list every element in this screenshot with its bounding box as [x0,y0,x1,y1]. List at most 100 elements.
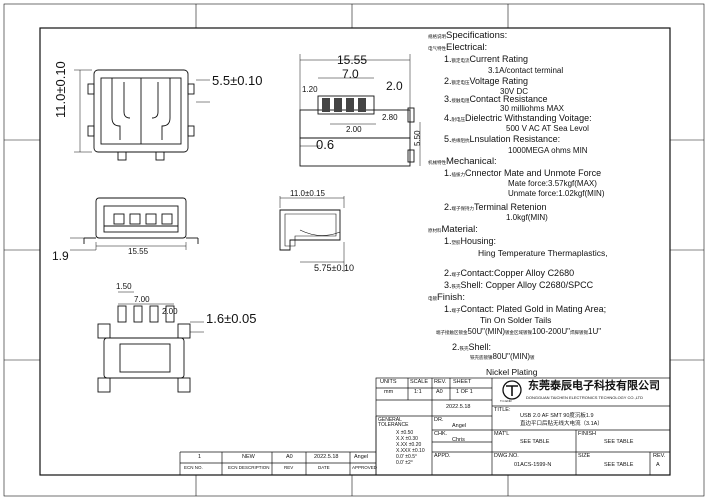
spec-resist-val: 30 milliohms MAX [500,104,565,113]
spec-force: 1.插拔力Cnnector Mate and Unmote Force [444,168,602,178]
zone-ticks [4,4,704,496]
tb-chk-v: Chris [452,437,465,443]
side-view [299,54,421,167]
spec-finish: 电镀Finish: [428,292,465,303]
tb-rev-h: REV. [434,379,447,385]
spec-shell: 3.铁壳Shell: Copper Alloy C2680/SPCC [444,280,594,290]
dim-pcb-16: 1.6±0.05 [206,311,257,326]
tb-company-cn: 东莞泰辰电子科技有限公司 [528,380,660,392]
dim-side-120: 1.20 [302,85,318,94]
tb-dwgno-v: 01ACS-1599-N [514,462,552,468]
tb-gt-h: GENERAL TOLERANCE [378,417,409,428]
rev-row-col5: Angel [354,454,369,460]
ecn-header-2: REV [284,465,294,470]
spec-unmate-val: Unmate force:1.02kgf(MIN) [508,189,605,198]
tb-finish-h: FINISH [578,431,597,437]
spec-electrical: 电气特性Electrical: [428,42,488,53]
dim-front-1555: 15.55 [128,247,149,256]
spec-fshell: 2.铁壳Shell: [452,342,492,352]
tb-size-h: SIZE [578,453,591,459]
tb-appd-h: APPD. [434,453,451,459]
tb-logo-text: T.C.ENR [500,399,512,403]
spec-housing-val: Hing Temperature Thermaplastics, [478,248,608,258]
spec-title: 规格说明Specifications: [428,30,508,41]
tb-dr-h: DR. [434,417,444,423]
spec-mate-val: Mate force:3.57kgf(MAX) [508,179,597,188]
ecn-header-1: ECN DESCRIPTION [228,465,270,470]
rev-row-col2: NEW [242,454,255,460]
tb-size-v: SEE TABLE [604,462,634,468]
tb-tol-1: X.X ±0.30 [396,436,418,442]
tb-title-l1: USB 2.0 AF SMT 90度沉板1.9 [520,413,594,419]
tb-tol-5: 0.0' ±2° [396,460,413,466]
right-view [279,196,345,272]
dim-pcb-700: 7.00 [134,295,150,304]
spec-mech: 机械特性Mechanical: [428,156,497,167]
dim-front-19: 1.9 [52,249,69,263]
spec-voltage-val: 30V DC [500,87,529,96]
rev-row-col4: 2022.5.18 [314,454,339,460]
tb-dr-v: Angel [452,423,467,429]
spec-rating: 1.额定电流Current Rating [444,54,529,64]
dim-side-20: 2.0 [386,79,403,93]
spec-housing: 1.塑胶Housing: [444,236,497,246]
tb-matl-v: SEE TABLE [520,439,550,445]
tb-rev2-h: REV. [653,453,666,459]
dim-pcb-150: 1.50 [116,282,132,291]
dim-right-575: 5.75±0.10 [314,263,354,273]
spec-material: 原材料Material: [428,224,478,235]
spec-plating: 端子接触区镀金50U"(MIN)镀金区域镀镍100-200U"焊脚镀锡1U" [436,327,602,336]
ecn-header-0: ECN NO. [184,465,203,470]
tb-units-h: UNITS [380,379,397,385]
tb-company-en: DONGGUAN TAICHEN ELECTRONICS TECHNOLOGY … [526,395,643,400]
tb-scale-v: 1:1 [414,389,422,395]
spec-dielectric: 4.耐电压Dielectric Withstanding Voitage: [444,113,592,123]
dim-side-06: 0.6 [316,137,335,152]
inner-frame [39,27,671,476]
tb-tol-0: X ±0.50 [396,430,414,436]
company-logo [502,380,522,400]
rev-row-col3: A0 [286,454,293,460]
tb-rev-v: A0 [436,389,443,395]
tb-units-v: mm [384,389,394,395]
tb-sheet-v: 1 OF 1 [456,389,473,395]
tb-scale-h: SCALE [410,379,429,385]
tb-rev2-v: A [656,462,660,468]
tb-title-l2: 直边平口后贴无线大电流（3.1A） [520,421,603,427]
tb-finish-v: SEE TABLE [604,439,634,445]
tb-tol-3: X.XXX ±0.10 [396,448,425,454]
spec-contact: 2.端子Contact:Copper Alloy C2680 [444,268,575,278]
spec-fshell-val: 铁壳底镀镍80U"(MIN)镀 [470,352,535,361]
ecn-header-3: DATE [318,465,330,470]
spec-fcontact-val: Tin On Solder Tails [480,315,552,325]
dim-side-7: 7.0 [342,67,359,81]
spec-reten: 2.端子保持力Terminal Retenion [444,202,547,212]
dim-side-total: 15.55 [337,53,368,67]
spec-rating-val: 3.1A/contact terminal [488,66,564,75]
dim-side-200: 2.00 [346,125,362,134]
spec-reten-val: 1.0kgf(MIN) [506,213,548,222]
rev-row-col1: 1 [198,454,202,460]
pcb-layout-view [97,291,204,393]
tb-tol-4: 0.0' ±0.5° [396,454,417,460]
tb-title-h: TITLE: [494,407,511,413]
spec-insul: 5.绝缘阻抗Lnsulation Resistance: [444,134,561,144]
tb-sheet-h: SHEET [453,379,472,385]
title-block [179,377,671,476]
dim-top-pitch: 5.5±0.10 [212,73,263,88]
dim-side-280: 2.80 [382,113,398,122]
tb-chk-h: CHK. [434,431,448,437]
spec-voltage: 2.额定电压Voltage Rating [444,76,529,86]
top-view [74,69,210,161]
tb-tol-2: X.XX ±0.20 [396,442,422,448]
spec-resist: 3.接触电阻Contact Resistance [444,94,548,104]
front-view [70,197,199,251]
dim-top-height: 11.0±0.10 [53,61,68,118]
dim-right-11: 11.0±0.15 [290,189,325,198]
spec-insul-val: 1000MEGA ohms MIN [508,146,588,155]
spec-dielectric-val: 500 V AC AT Sea Levol [506,124,589,133]
tb-dwgno-h: DWG.NO. [494,453,519,459]
tb-matl-h: MAT'L [494,431,510,437]
